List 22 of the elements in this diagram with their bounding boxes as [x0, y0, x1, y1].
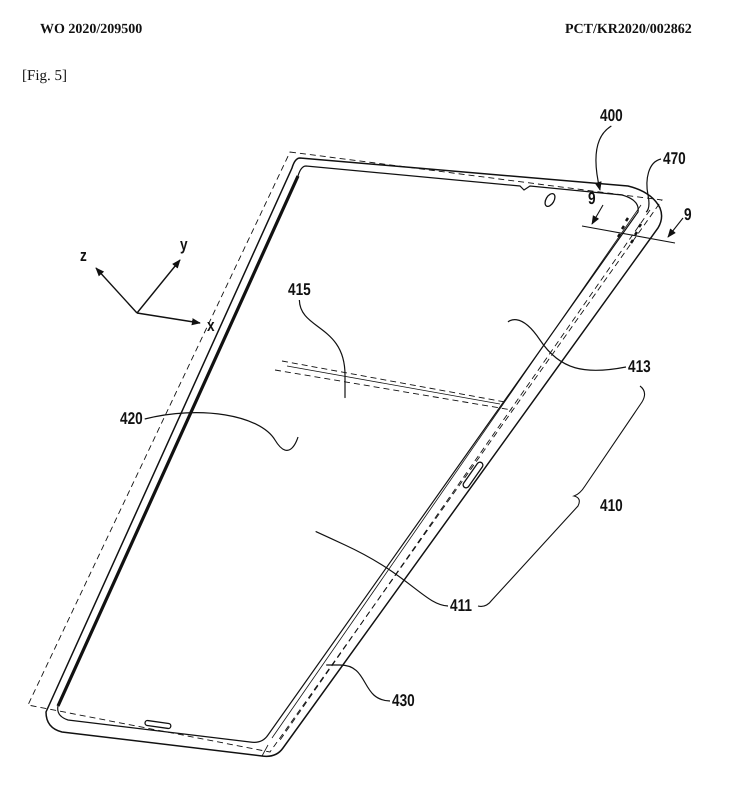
page-header: PCT/KR2020/002862 — [565, 22, 692, 38]
callout-number: 413 — [628, 358, 651, 376]
axis-label: y — [180, 236, 188, 254]
callout-number: 410 — [600, 497, 623, 515]
arrow — [594, 126, 612, 191]
callout-number: 470 — [663, 150, 686, 168]
callout-number: 420 — [120, 410, 143, 428]
section-label: 9 — [588, 190, 596, 208]
section-label: 9 — [684, 206, 692, 224]
callout-number: 430 — [392, 692, 415, 710]
callout-number: 400 — [600, 107, 623, 125]
leader-line — [144, 412, 299, 451]
figure-label: [Fig. 5] — [22, 68, 67, 85]
callout-number: 411 — [450, 597, 472, 615]
axis-label: z — [80, 247, 87, 265]
leader-line — [316, 531, 448, 607]
page-header: WO 2020/209500 — [40, 22, 142, 38]
leader-line — [298, 300, 346, 397]
leader-line — [646, 158, 662, 212]
callout-number: 415 — [288, 281, 311, 299]
leader-line — [508, 319, 626, 371]
axis-label: x — [207, 317, 215, 335]
